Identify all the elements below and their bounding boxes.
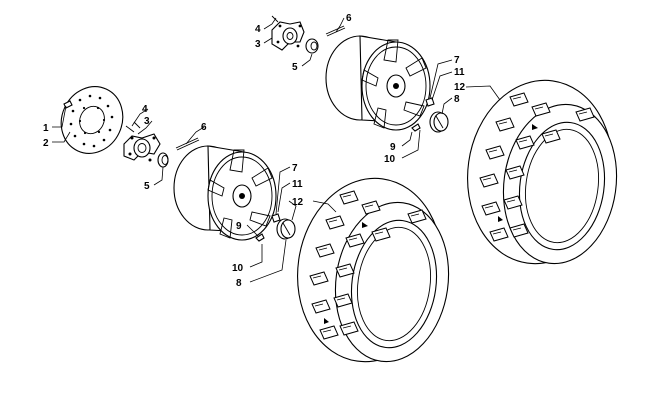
callout-front-4: 4 — [142, 104, 148, 115]
callout-rear-8: 8 — [454, 94, 460, 105]
callout-rear-4: 4 — [255, 24, 261, 35]
callout-front-10: 10 — [232, 263, 244, 274]
callout-rear-10: 10 — [384, 154, 396, 165]
callout-front-7: 7 — [292, 163, 298, 174]
callout-front-8: 8 — [236, 278, 242, 289]
callout-front-1: 1 — [43, 123, 49, 134]
callout-front-9: 9 — [236, 221, 242, 232]
callout-rear-11: 11 — [454, 67, 465, 78]
brake-disc — [60, 86, 124, 154]
front-bearing — [157, 152, 169, 168]
rear-lug-nut — [425, 97, 435, 107]
callout-rear-12: 12 — [454, 82, 466, 93]
callout-front-12: 12 — [292, 197, 304, 208]
hub-stud — [125, 121, 141, 133]
callout-rear-9: 9 — [390, 142, 396, 153]
rear-hub — [271, 21, 305, 51]
rear-valve-stem — [411, 123, 421, 132]
rear-wheel-rim — [325, 35, 431, 131]
leader-lines — [52, 17, 501, 283]
front-lug-nut — [271, 213, 281, 223]
front-valve-stem — [255, 233, 265, 242]
callout-front-2: 2 — [43, 138, 49, 149]
callout-rear-3: 3 — [255, 39, 261, 50]
front-tire — [297, 177, 450, 363]
callout-labels: 1 2 4 3 6 5 7 11 12 9 10 8 4 3 6 5 7 11 … — [43, 13, 466, 289]
callout-rear-5: 5 — [292, 62, 298, 73]
callout-rear-6: 6 — [346, 13, 352, 24]
rear-hub-cap — [429, 111, 449, 133]
callout-front-6: 6 — [201, 122, 207, 133]
callout-front-3: 3 — [144, 116, 150, 127]
front-hub — [123, 133, 161, 162]
callout-rear-7: 7 — [454, 55, 460, 66]
front-hub-cap — [276, 218, 296, 240]
callout-front-5: 5 — [144, 181, 150, 192]
callout-front-11: 11 — [292, 179, 303, 190]
rear-bearing — [305, 38, 319, 54]
rear-tire — [467, 79, 618, 265]
front-wheel-rim — [173, 145, 277, 241]
rear-cotter-pin — [325, 25, 346, 37]
